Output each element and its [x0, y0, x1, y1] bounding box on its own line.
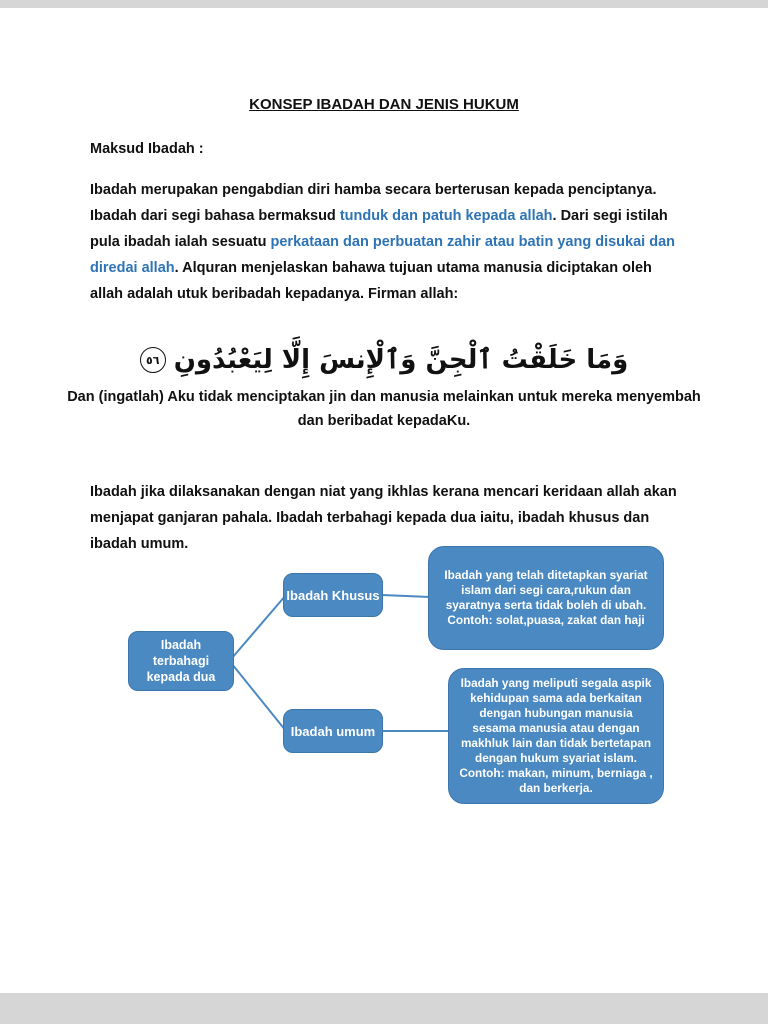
diagram-box-root: Ibadah terbahagi kepada dua	[128, 631, 234, 691]
ibadah-diagram: Ibadah terbahagi kepada dua Ibadah Khusu…	[0, 538, 768, 818]
verse-translation: Dan (ingatlah) Aku tidak menciptakan jin…	[67, 389, 701, 429]
arabic-verse: وَمَا خَلَقْتُ ٱلْجِنَّ وَٱلْإِنسَ إِلَّ…	[173, 345, 629, 375]
para1-segment-3: . Dari segi istilah pula ibadah ialah se…	[90, 208, 668, 250]
connector-lines	[231, 594, 450, 732]
diagram-box-umum-detail: Ibadah yang meliputi segala aspik kehidu…	[448, 668, 664, 804]
paragraph-1: Ibadah merupakan pengabdian diri hamba s…	[90, 177, 680, 307]
para1-segment-4-blue: perkataan dan perbuatan zahir atau batin…	[90, 234, 675, 276]
diagram-box-ibadah-khusus: Ibadah Khusus	[283, 573, 383, 617]
quran-verse-block: وَمَا خَلَقْتُ ٱلْجِنَّ وَٱلْإِنسَ إِلَّ…	[0, 345, 768, 433]
para1-segment-5: . Alquran menjelaskan bahawa tujuan utam…	[90, 260, 652, 302]
ayah-number-badge: ٥٦	[139, 347, 166, 373]
page-title: KONSEP IBADAH DAN JENIS HUKUM	[249, 96, 519, 113]
para1-segment-2-blue: tunduk dan patuh kepada allah	[339, 208, 553, 224]
section-heading: Maksud Ibadah :	[90, 141, 204, 157]
document-page: KONSEP IBADAH DAN JENIS HUKUM Maksud Iba…	[0, 8, 768, 993]
diagram-box-khusus-detail: Ibadah yang telah ditetapkan syariat isl…	[428, 546, 664, 650]
diagram-box-ibadah-umum: Ibadah umum	[283, 709, 383, 753]
paragraph-2: Ibadah jika dilaksanakan dengan niat yan…	[90, 484, 677, 552]
arabic-verse-text: وَمَا خَلَقْتُ ٱلْجِنَّ وَٱلْإِنسَ إِلَّ…	[0, 345, 768, 375]
para1-segment-1: Ibadah merupakan pengabdian diri hamba s…	[90, 182, 657, 224]
